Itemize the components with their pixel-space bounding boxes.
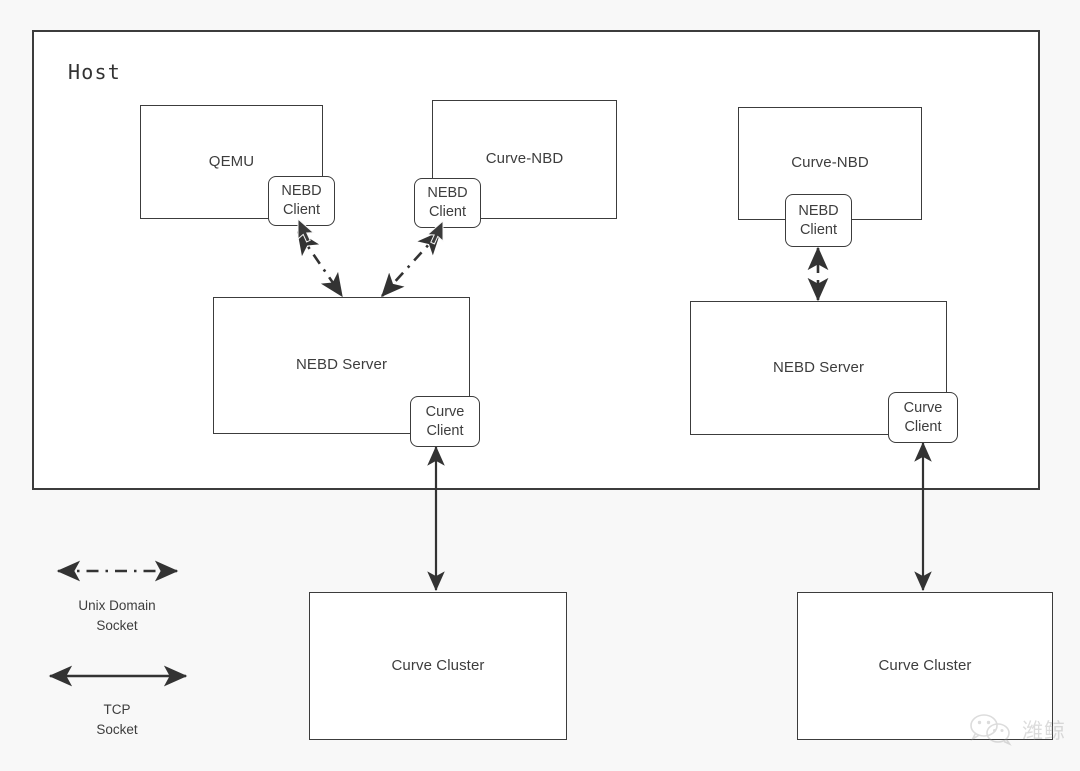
qemu-label: QEMU: [208, 152, 255, 170]
nebd-client-qemu-label: NEBD Client: [281, 183, 322, 218]
mouse-cursor-icon-curve-nbd: [426, 220, 444, 245]
curve-nbd-left-label: Curve-NBD: [485, 150, 564, 168]
curve-client-left-box[interactable]: Curve Client: [410, 396, 480, 447]
nebd-server-right-label: NEBD Server: [772, 358, 865, 376]
nebd-client-nbd-left-box[interactable]: NEBD Client: [414, 178, 481, 228]
host-title: Host: [68, 60, 121, 84]
curve-cluster-left-box[interactable]: Curve Cluster: [309, 592, 567, 740]
curve-client-right-box[interactable]: Curve Client: [888, 392, 958, 443]
curve-client-left-label: Curve Client: [425, 403, 465, 439]
watermark-text: 潍鲸: [1022, 719, 1066, 743]
curve-client-right-label: Curve Client: [903, 399, 943, 435]
nebd-client-nbd-left-label: NEBD Client: [427, 185, 468, 220]
curve-cluster-right-label: Curve Cluster: [878, 656, 972, 674]
curve-nbd-right-label: Curve-NBD: [791, 154, 869, 172]
watermark: 潍鲸: [969, 713, 1066, 747]
curve-cluster-right-box[interactable]: Curve Cluster: [797, 592, 1053, 740]
nebd-client-nbd-right-label: NEBD Client: [798, 202, 839, 238]
nebd-server-left-label: NEBD Server: [295, 356, 388, 374]
curve-cluster-left-label: Curve Cluster: [391, 656, 485, 674]
legend-tcp-socket-caption: TCP Socket: [96, 702, 138, 737]
nebd-client-qemu-box[interactable]: NEBD Client: [268, 176, 335, 226]
legend-unix-domain-socket-caption: Unix Domain Socket: [78, 598, 156, 633]
mouse-cursor-icon-qemu: [297, 218, 315, 243]
wechat-icon: [970, 714, 1012, 746]
nebd-client-nbd-right-box[interactable]: NEBD Client: [785, 194, 852, 247]
